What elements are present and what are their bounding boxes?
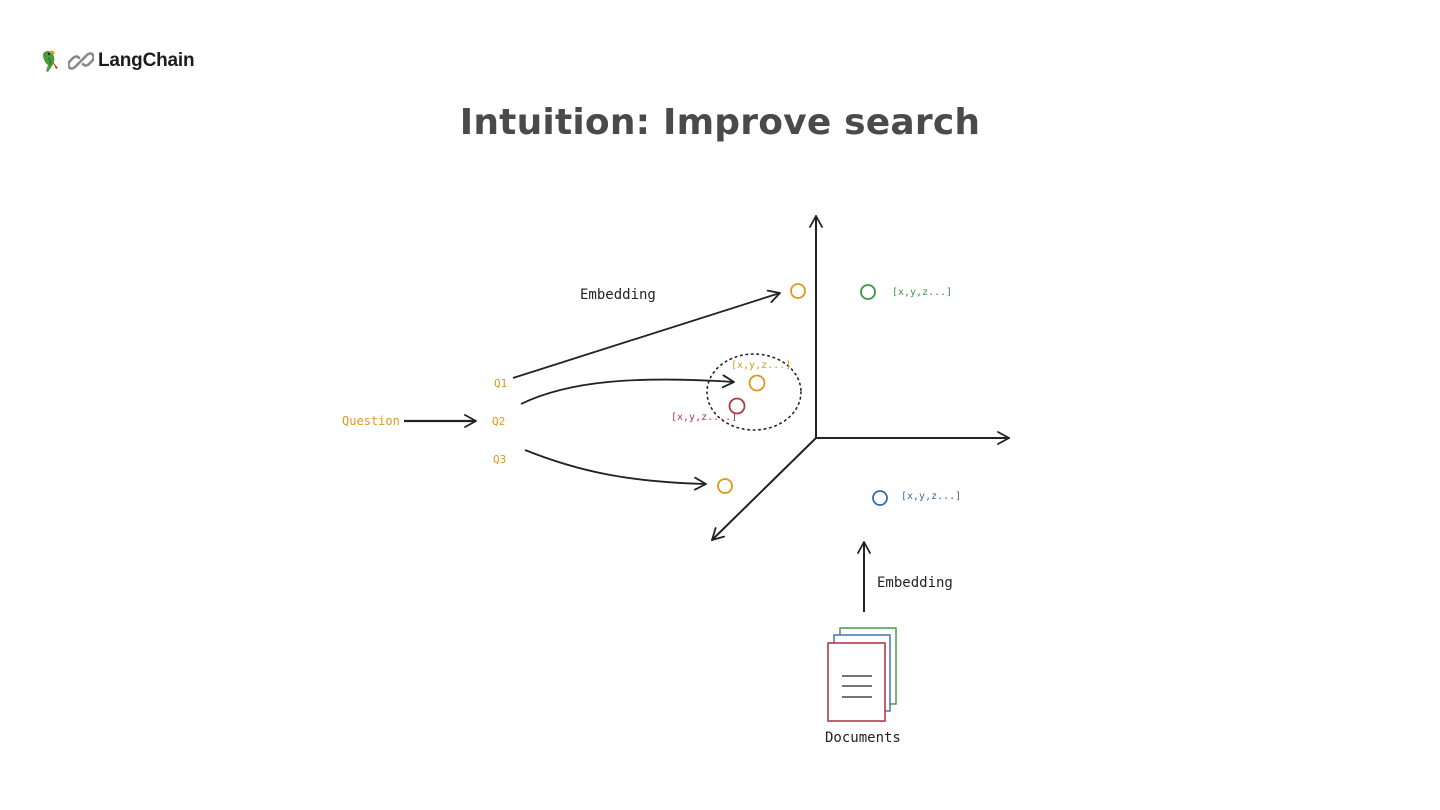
vector-point-q2 — [748, 374, 766, 392]
similarity-cluster — [706, 353, 802, 431]
query-label-q2: Q2 — [492, 415, 505, 428]
chain-link-icon — [68, 52, 94, 70]
q1-embedding-arrow — [512, 289, 781, 379]
embedding-space-axes — [711, 215, 1010, 541]
vector-point-q3 — [717, 478, 733, 494]
brand-logo: LangChain — [40, 46, 195, 76]
vector-label-orange: [x,y,z...] — [731, 360, 791, 371]
document-stack-icon — [827, 627, 897, 722]
slide-title: Intuition: Improve search — [459, 102, 981, 143]
vector-label-blue: [x,y,z...] — [901, 491, 961, 502]
vector-point-green — [860, 284, 876, 300]
query-label-q1: Q1 — [494, 377, 507, 390]
q3-embedding-arrow — [524, 449, 707, 491]
brand-name: LangChain — [98, 50, 195, 71]
parrot-icon — [43, 50, 58, 72]
query-label-q3: Q3 — [493, 453, 506, 466]
embedding-label-top: Embedding — [580, 287, 656, 303]
q2-embedding-arrow — [520, 374, 735, 405]
vector-point-red — [728, 397, 746, 415]
question-label: Question — [342, 414, 400, 428]
vector-label-green: [x,y,z...] — [892, 287, 952, 298]
vector-point-document — [872, 490, 888, 506]
embedding-label-bottom: Embedding — [877, 575, 953, 591]
documents-label: Documents — [825, 730, 901, 746]
axis-z — [711, 437, 817, 541]
vector-point-q1 — [790, 283, 806, 299]
vector-label-red: [x,y,z....] — [671, 412, 737, 423]
